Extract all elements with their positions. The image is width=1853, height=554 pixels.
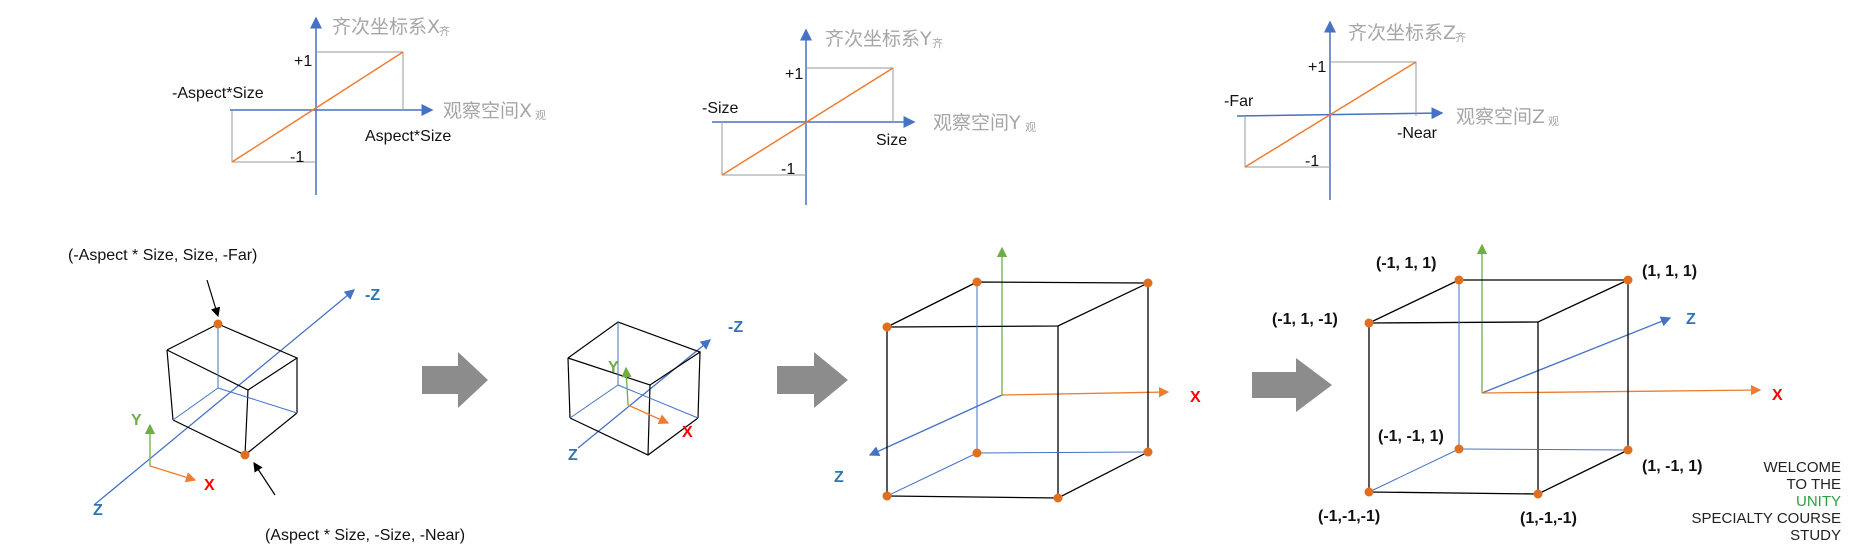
z-axis-label: Z bbox=[1686, 311, 1696, 328]
svg-text:齐: 齐 bbox=[439, 24, 450, 38]
transform-arrow bbox=[1252, 358, 1332, 412]
graph-title: 齐次坐标系Y bbox=[825, 28, 932, 50]
y-axis-label: Y bbox=[131, 412, 142, 429]
transform-arrow bbox=[422, 352, 488, 408]
mapping-line bbox=[1244, 61, 1417, 168]
x-axis-label: X bbox=[1190, 389, 1201, 406]
graph-x: 齐次坐标系X 齐 观察空间X 观 +1 -1 -Aspect*Size Aspe… bbox=[172, 16, 546, 195]
minus-one-label: -1 bbox=[290, 149, 304, 166]
left-bound-label: -Size bbox=[702, 100, 739, 117]
svg-text:齐: 齐 bbox=[932, 36, 943, 50]
mapping-line bbox=[721, 67, 894, 176]
right-bound-label: Aspect*Size bbox=[365, 128, 451, 145]
z-axis-label: Z bbox=[568, 447, 578, 464]
x-axis-label: X bbox=[1772, 387, 1783, 404]
plus-one-label: +1 bbox=[785, 66, 803, 83]
axis-label: 观察空间X bbox=[443, 100, 532, 122]
x-axis-label: X bbox=[682, 424, 693, 441]
left-bound-label: -Far bbox=[1224, 93, 1254, 110]
axis-label: 观察空间Y bbox=[933, 112, 1021, 134]
minus-one-label: -1 bbox=[1305, 153, 1319, 170]
far-corner-vertex bbox=[213, 319, 223, 329]
z-axis-label: Z bbox=[834, 469, 844, 486]
far-corner-label: (-Aspect * Size, Size, -Far) bbox=[68, 247, 257, 264]
corner-label: (1, 1, 1) bbox=[1642, 263, 1697, 280]
near-corner-vertex bbox=[240, 450, 250, 460]
corner-label: (-1,-1,-1) bbox=[1318, 508, 1380, 525]
corner-label: (-1, 1, -1) bbox=[1272, 311, 1338, 328]
svg-text:观: 观 bbox=[1025, 121, 1036, 134]
svg-text:观: 观 bbox=[535, 109, 546, 122]
plus-one-label: +1 bbox=[294, 53, 312, 70]
scaled-box: -Z Y X Z bbox=[567, 319, 743, 464]
corner-label: (-1, 1, 1) bbox=[1376, 255, 1436, 272]
svg-text:齐: 齐 bbox=[1455, 30, 1466, 44]
right-bound-label: -Near bbox=[1397, 125, 1438, 142]
graph-z: 齐次坐标系Z 齐 观察空间Z 观 +1 -1 -Far -Near bbox=[1224, 20, 1559, 200]
transform-arrow bbox=[777, 352, 848, 408]
svg-text:观: 观 bbox=[1548, 115, 1559, 128]
neg-z-axis-label: -Z bbox=[365, 287, 380, 304]
minus-one-label: -1 bbox=[781, 161, 795, 178]
translated-box: X Z bbox=[834, 246, 1201, 503]
left-bound-label: -Aspect*Size bbox=[172, 85, 264, 102]
corner-label: (-1, -1, 1) bbox=[1378, 428, 1444, 445]
graph-y: 齐次坐标系Y 齐 观察空间Y 观 +1 -1 -Size Size bbox=[702, 28, 1036, 205]
corner-label: (1,-1,-1) bbox=[1520, 510, 1577, 527]
right-bound-label: Size bbox=[876, 132, 907, 149]
corner-label: (1, -1, 1) bbox=[1642, 458, 1702, 475]
z-axis-line bbox=[93, 289, 356, 506]
view-volume-box: (-Aspect * Size, Size, -Far) (Aspect * S… bbox=[68, 247, 465, 544]
mapping-line bbox=[231, 51, 404, 163]
near-corner-label: (Aspect * Size, -Size, -Near) bbox=[265, 527, 465, 544]
axis-label: 观察空间Z bbox=[1456, 106, 1545, 128]
graph-title: 齐次坐标系X bbox=[332, 16, 440, 38]
y-axis-label: Y bbox=[608, 359, 619, 376]
neg-z-axis-label: -Z bbox=[728, 319, 743, 336]
plus-one-label: +1 bbox=[1308, 59, 1326, 76]
z-axis-label: Z bbox=[93, 502, 103, 519]
graph-title: 齐次坐标系Z bbox=[1348, 22, 1456, 44]
x-axis-label: X bbox=[204, 477, 215, 494]
canonical-cube: Z X (-1, 1, 1) (1, 1, 1) (-1, 1, -1) (-1… bbox=[1272, 243, 1783, 527]
watermark: WELCOME TO THE UNITY SPECIALTY COURSE ST… bbox=[1691, 459, 1842, 544]
